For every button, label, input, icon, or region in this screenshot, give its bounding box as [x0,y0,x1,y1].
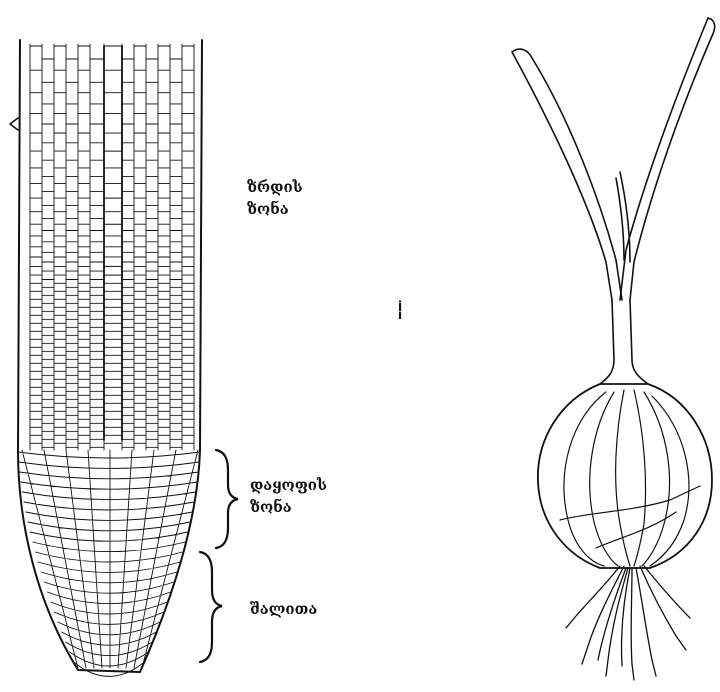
division-zone-bracket [216,450,238,548]
onion-neck [600,300,648,384]
small-marker: i i [395,302,405,320]
division-zone-label: დაყოფის ზონა [250,474,327,518]
zone-brackets [200,450,238,662]
root-cap-bracket [200,552,222,662]
division-zone-label-line1: დაყოფის [250,474,327,496]
onion-inner-shoot [616,172,630,262]
root-tip-illustration [10,40,202,676]
onion-left-leaf [512,49,622,300]
growth-zone-label-line2: ზონა [247,198,303,220]
onion-bulb-scales [560,390,700,566]
onion-roots [566,566,690,680]
growth-zone-label: ზრდის ზონა [247,176,303,220]
marker-bottom: i [395,311,405,320]
onion-illustration [512,18,715,680]
division-zone-label-line2: ზონა [250,496,327,518]
root-cap-label: შალითა [250,598,317,620]
root-cell-walls [18,44,200,676]
growth-zone-label-line1: ზრდის [247,176,303,198]
root-cell-grid [18,44,200,676]
root-edge-notch [10,118,18,130]
central-column [104,46,122,440]
onion-right-leaf [620,18,715,300]
